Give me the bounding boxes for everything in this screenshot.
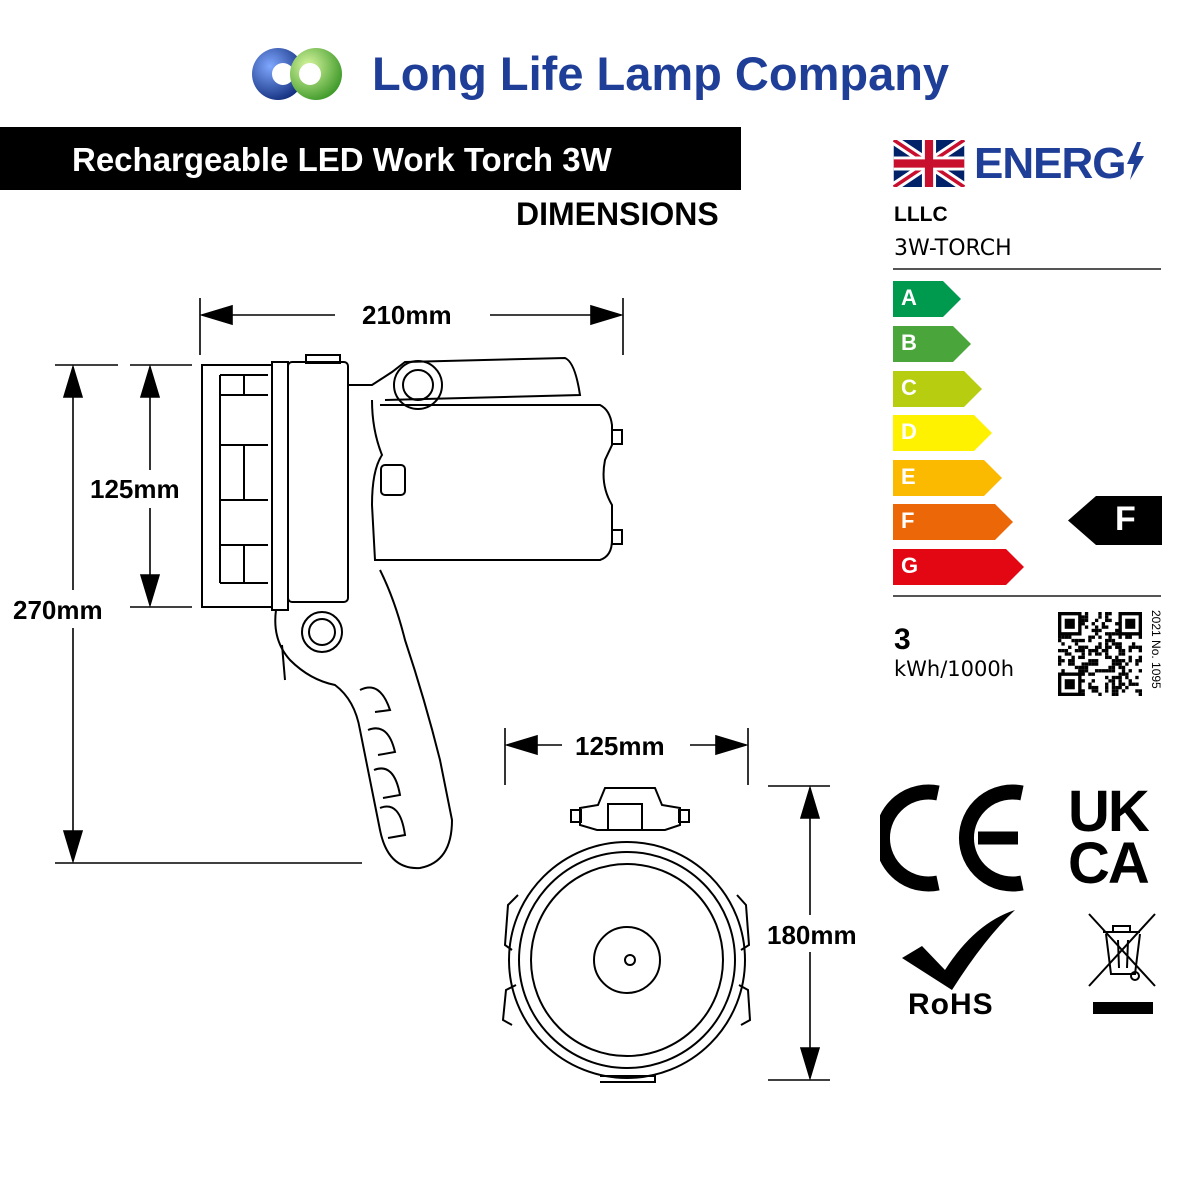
energy-consumption-unit: kWh/1000h (894, 657, 1015, 681)
section-label: DIMENSIONS (516, 196, 719, 232)
qr-code-icon[interactable] (1058, 612, 1142, 696)
union-flag-icon (893, 140, 965, 187)
ce-mark-icon (880, 784, 1024, 892)
rohs-label: RoHS (908, 988, 994, 1021)
weee-crossed-bin-icon (1088, 913, 1156, 1014)
brand-logo-icon (252, 48, 342, 100)
energy-rating-arrow (1068, 496, 1162, 545)
dim-length-label: 210mm (362, 300, 452, 330)
energy-class-f: F (893, 504, 1013, 540)
dim-front-height-label: 180mm (767, 920, 857, 950)
torch-side-view (201, 354, 623, 870)
energy-class-letter: E (901, 464, 916, 489)
brand-name: Long Life Lamp Company (372, 47, 950, 100)
rohs-checkmark-icon (902, 910, 1015, 990)
dim-total-height-label: 270mm (13, 595, 103, 625)
energy-class-g: G (893, 549, 1024, 585)
dimension-lines (55, 298, 830, 1081)
lightning-bolt-icon (1127, 142, 1145, 180)
energy-class-d: D (893, 415, 992, 451)
model-identifier: 3W-TORCH (894, 236, 1012, 261)
title-bar (0, 127, 741, 190)
product-title: Rechargeable LED Work Torch 3W (72, 141, 612, 178)
energy-class-letter: B (901, 330, 917, 355)
label-divider-bottom (893, 595, 1161, 597)
energy-class-letter: D (901, 419, 917, 444)
energy-class-c: C (893, 371, 982, 407)
energy-class-letter: A (901, 285, 917, 310)
energy-class-letter: F (901, 508, 915, 533)
regulation-reference: 2021 No. 1095 (1149, 610, 1163, 689)
energy-class-letter: G (901, 553, 919, 578)
energy-class-e: E (893, 460, 1002, 496)
energy-class-b: B (893, 326, 971, 362)
energy-label-title: ENERG (974, 139, 1145, 189)
supplier-name: LLLC (894, 203, 948, 226)
energy-class-a: A (893, 281, 961, 317)
dim-front-width-label: 125mm (575, 731, 665, 761)
label-divider-top (893, 268, 1161, 270)
energy-rating-letter: F (1115, 500, 1136, 538)
energy-class-letter: C (901, 375, 917, 400)
torch-front-view (501, 787, 752, 1083)
energy-consumption-value: 3 (894, 623, 911, 656)
dim-head-height-label: 125mm (90, 474, 180, 504)
ukca-mark-icon: UK CA (1068, 779, 1150, 896)
